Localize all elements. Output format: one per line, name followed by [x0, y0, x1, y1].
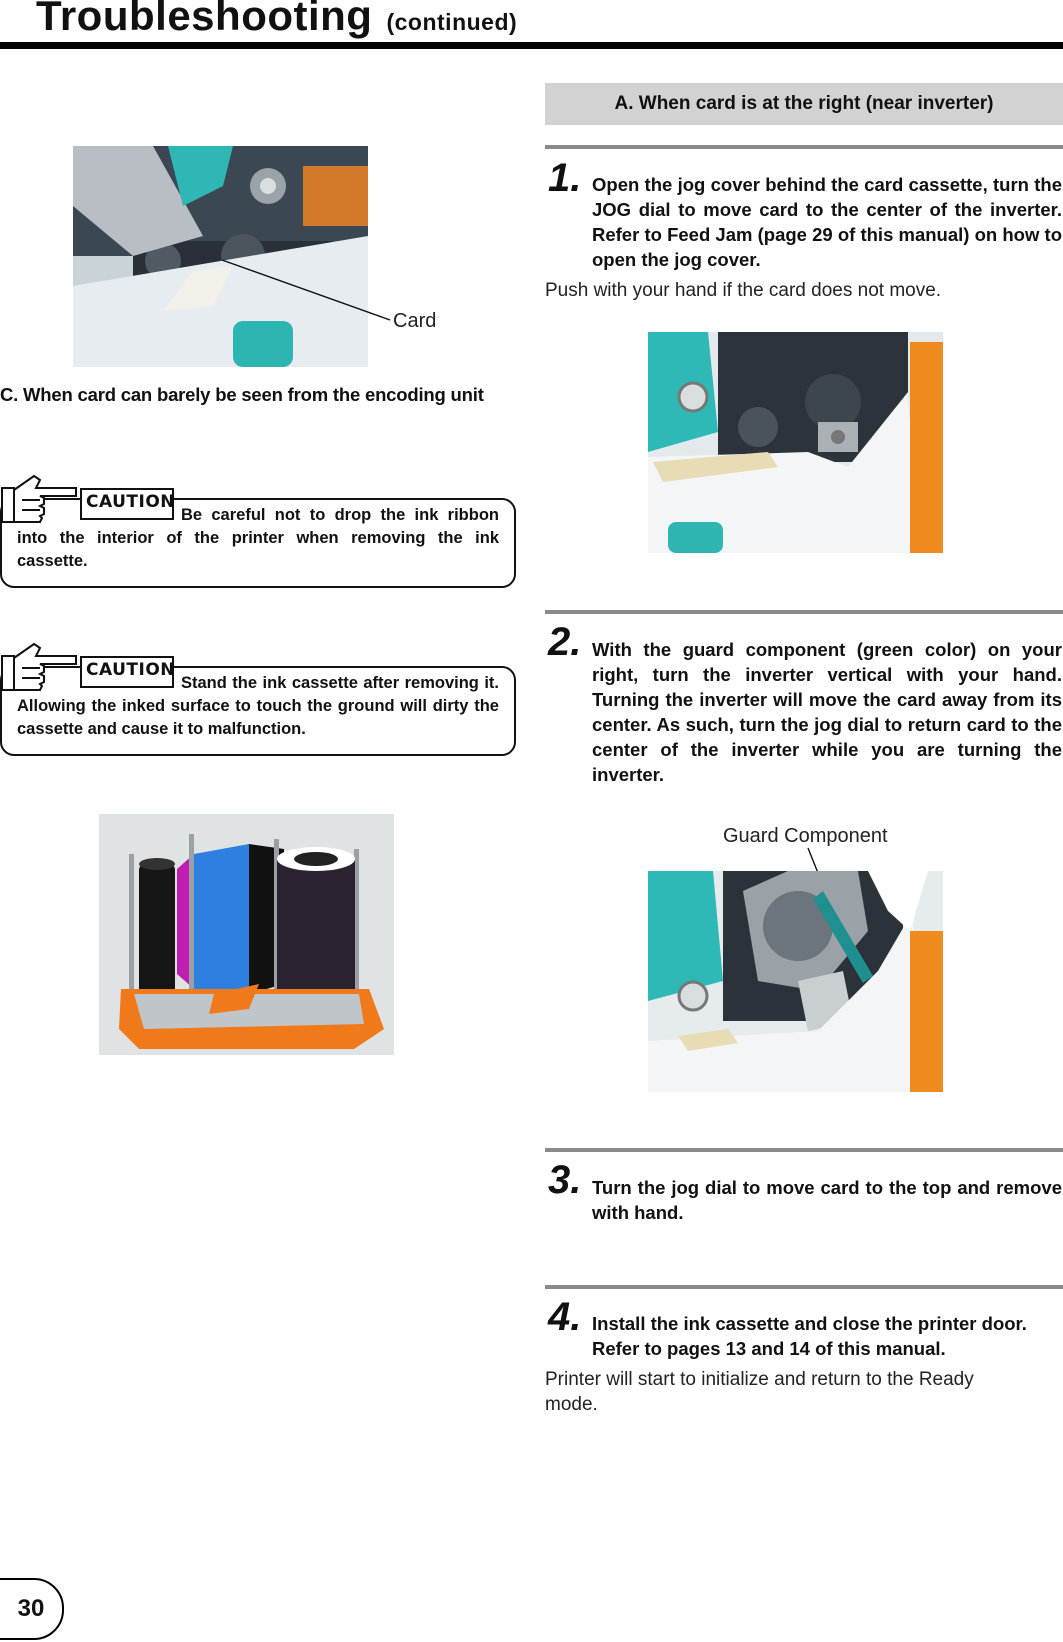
caution-text-1: Be careful not to drop the ink ribbon in…: [17, 504, 499, 573]
step-number-2: 2.: [548, 620, 582, 664]
page-number: 30: [0, 1578, 64, 1640]
step-number-4: 4.: [548, 1295, 582, 1339]
page-title: Troubleshooting (continued): [36, 0, 517, 40]
caution-badge-1: CAUTION: [80, 488, 175, 520]
page-title-text: Troubleshooting: [36, 0, 373, 39]
guard-component-label: Guard Component: [723, 825, 888, 847]
caution-text-1-content: Be careful not to drop the ink ribbon in…: [17, 506, 499, 570]
step-note-4: Printer will start to initialize and ret…: [545, 1369, 974, 1415]
caution-box-1: [0, 498, 516, 588]
step-text-3: Turn the jog dial to move card to the to…: [592, 1177, 1062, 1223]
hand-pointer-icon: [0, 470, 80, 531]
divider: [545, 610, 1063, 614]
photo-ink-cassette: [99, 814, 394, 1055]
card-callout-line: [221, 259, 391, 321]
caution-text-2-content: Stand the ink cassette after removing it…: [17, 674, 499, 738]
caution-text-2: Stand the ink cassette after removing it…: [17, 672, 499, 741]
photo-guard-component: [648, 871, 943, 1092]
divider: [545, 145, 1063, 149]
section-a-banner: A. When card is at the right (near inver…: [545, 83, 1063, 125]
caution-badge-2: CAUTION: [80, 656, 175, 688]
photo-jog-inverter: [648, 332, 943, 553]
step-text-4: Install the ink cassette and close the p…: [592, 1313, 1027, 1359]
photo-printer-card: [73, 146, 368, 367]
step-text-2: With the guard component (green color) o…: [592, 639, 1062, 785]
step-number-1: 1.: [548, 156, 582, 200]
page-subtitle: (continued): [386, 9, 518, 35]
divider: [545, 1285, 1063, 1289]
header-rule: [0, 42, 1063, 49]
step-number-3: 3.: [548, 1158, 582, 1202]
divider: [545, 1148, 1063, 1152]
step-note-1: Push with your hand if the card does not…: [545, 280, 942, 301]
section-c-heading: C. When card can barely be seen from the…: [0, 384, 484, 405]
hand-pointer-icon: [0, 638, 80, 699]
step-text-1: Open the jog cover behind the card casse…: [592, 174, 1062, 270]
card-label: Card: [393, 310, 437, 332]
